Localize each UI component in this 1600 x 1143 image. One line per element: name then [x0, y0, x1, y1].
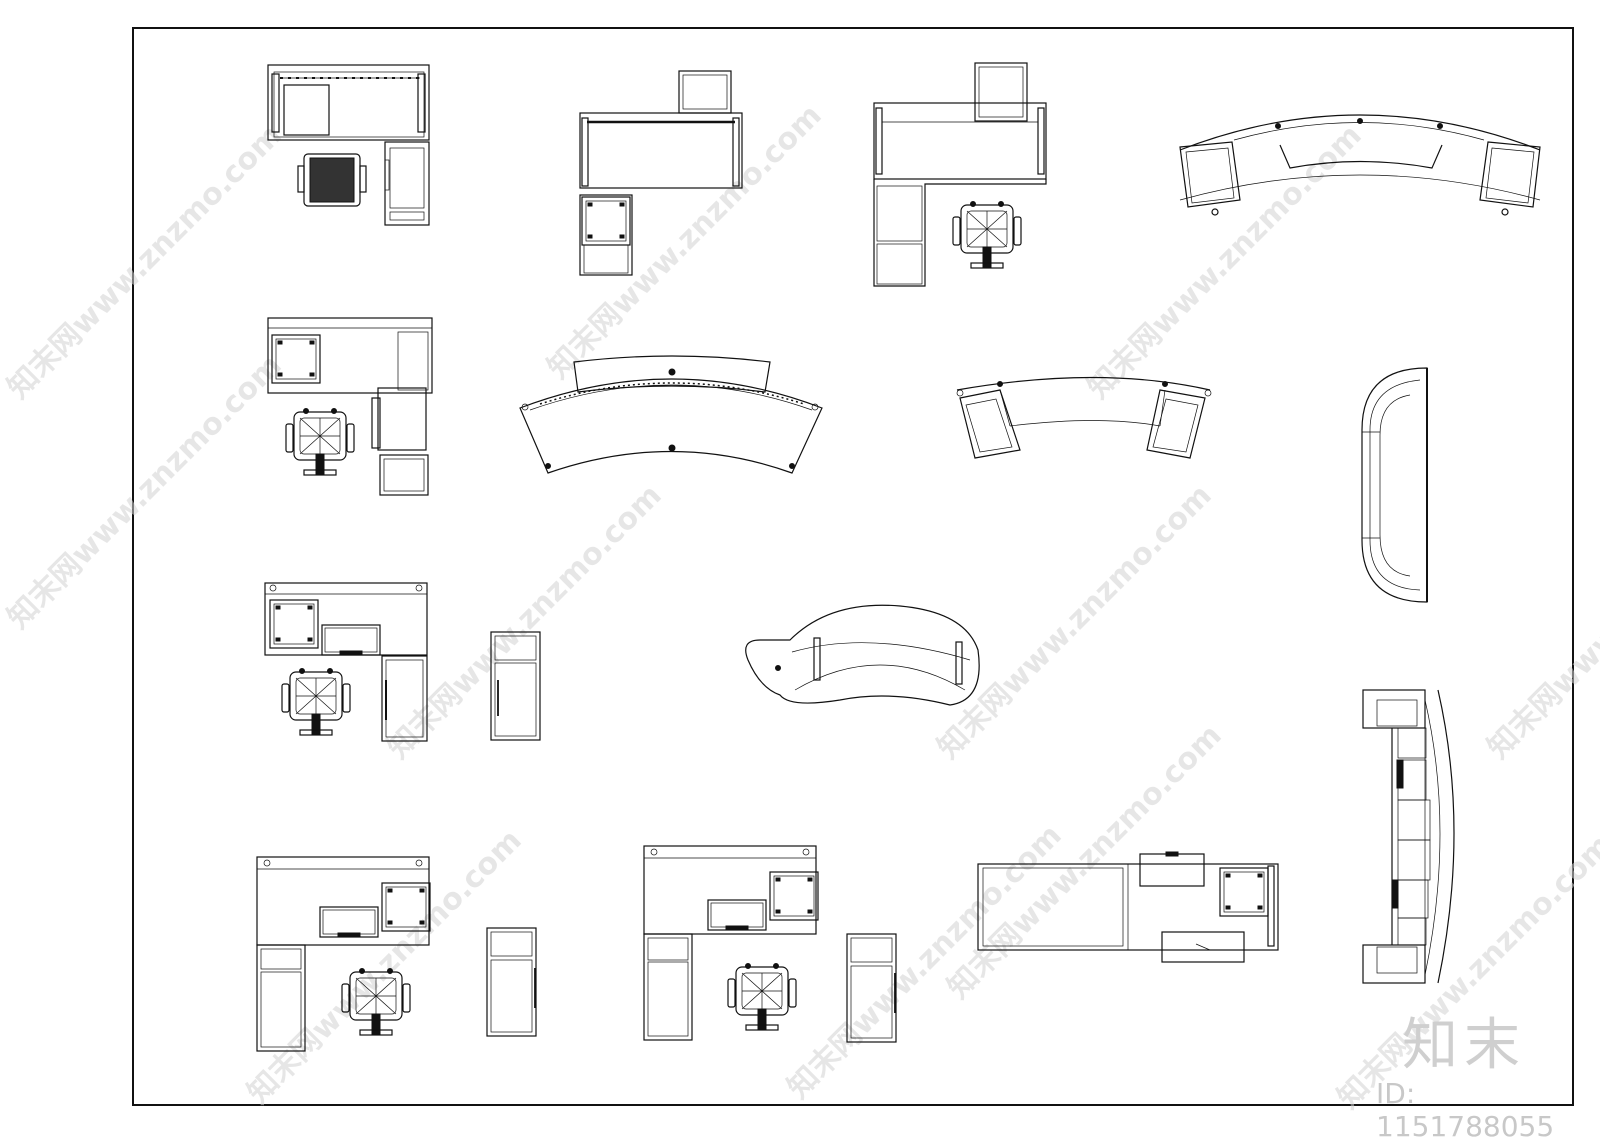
desk-with-cabinets-1 — [267, 64, 430, 226]
rounded-counter — [1361, 367, 1428, 603]
leaf-reception-desk — [745, 604, 980, 706]
curved-reception-3 — [956, 376, 1212, 459]
side-cabinet-1 — [490, 631, 541, 741]
side-cabinet-2 — [486, 927, 537, 1037]
side-cabinet-3 — [846, 933, 897, 1043]
desk-l-shape-4 — [267, 317, 433, 496]
drawing-frame — [132, 27, 1574, 1106]
straight-workstation — [977, 851, 1279, 963]
desk-l-shape-5 — [264, 582, 428, 742]
desk-l-shape-6 — [256, 856, 431, 1052]
long-curved-counter — [1362, 689, 1455, 984]
id-label: ID: 1151788055 — [1376, 1077, 1555, 1143]
watermark-layer — [0, 97, 1600, 1116]
brand-logo: 知末 — [1402, 1013, 1526, 1078]
desk-l-shape-2 — [579, 70, 743, 276]
desk-l-shape-3 — [873, 62, 1047, 287]
desk-l-shape-7 — [643, 845, 819, 1041]
curved-reception-1 — [1179, 114, 1541, 216]
curved-reception-2 — [519, 355, 823, 474]
